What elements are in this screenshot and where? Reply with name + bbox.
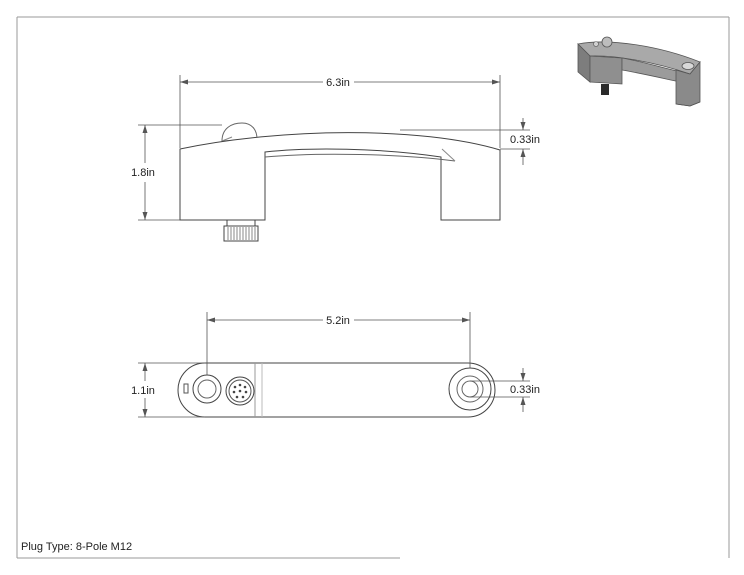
plug-type-note: Plug Type: 8-Pole M12 — [21, 541, 133, 553]
dim-overall-width-label: 6.3in — [326, 77, 350, 89]
dimension-lines-top — [138, 75, 530, 221]
dim-width-label: 1.1in — [131, 385, 155, 397]
plan-view-handle — [177, 362, 496, 418]
dimension-lines-bottom — [138, 312, 530, 418]
dim-span-label: 5.2in — [326, 315, 350, 327]
side-view-handle — [179, 122, 501, 242]
isometric-thumbnail — [577, 36, 701, 107]
sheet-border — [16, 16, 730, 559]
dim-height-label: 1.8in — [131, 167, 155, 179]
dim-top-offset-label: 0.33in — [510, 134, 540, 146]
dim-hole-offset-label: 0.33in — [510, 384, 540, 396]
